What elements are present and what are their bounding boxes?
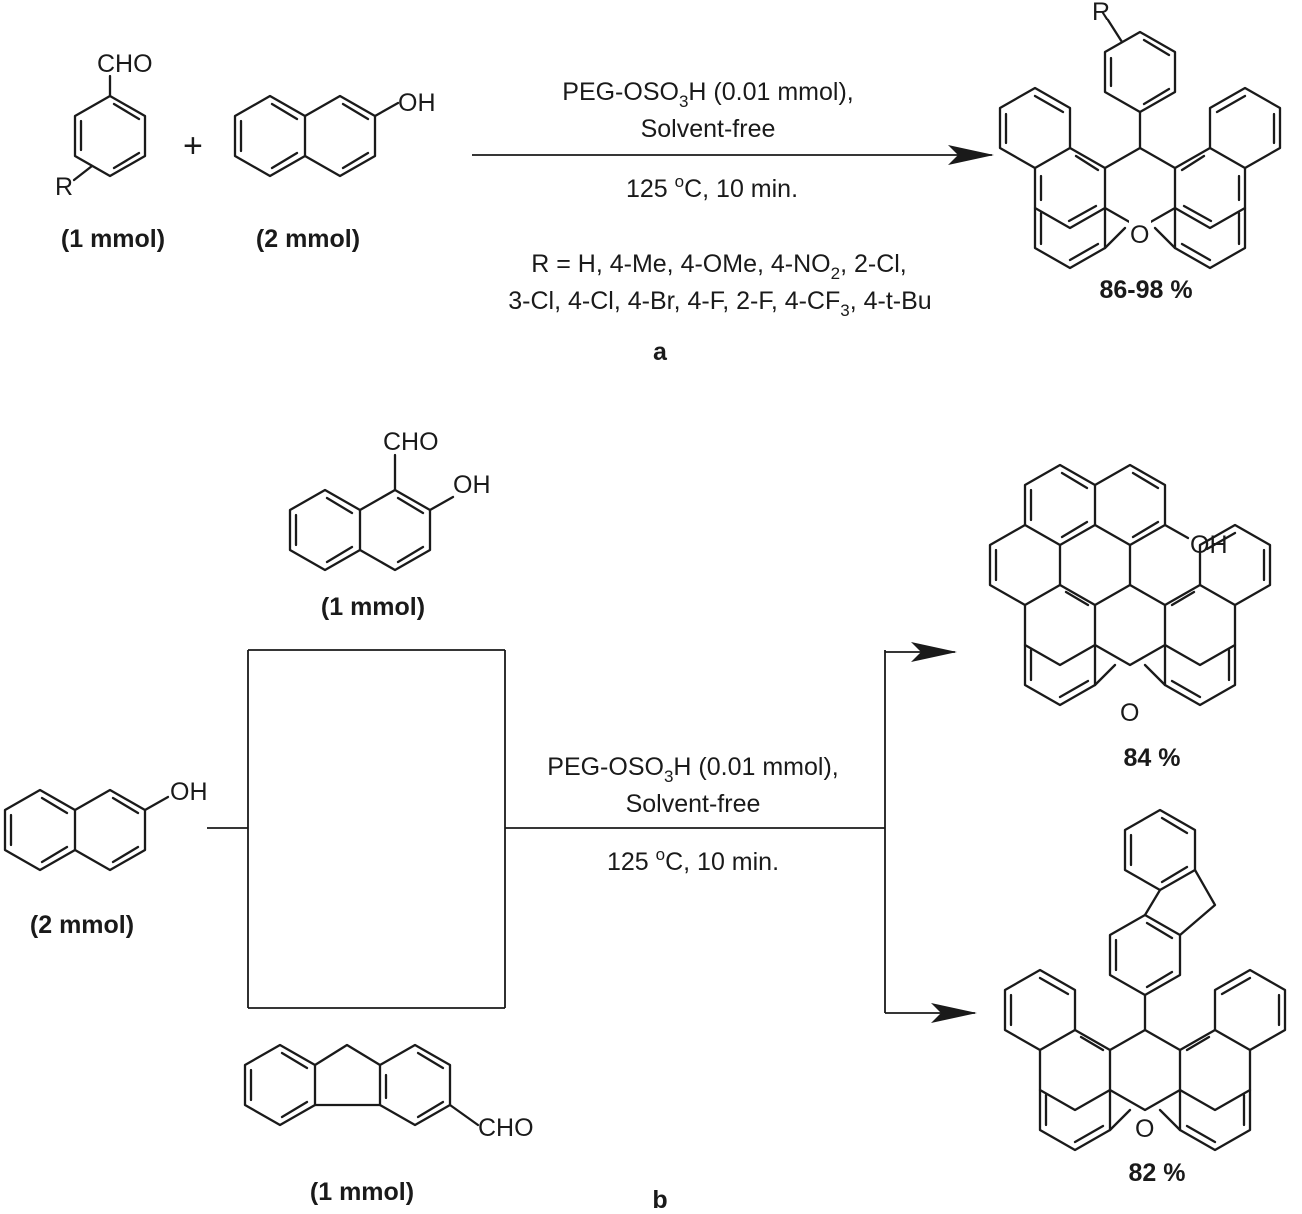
reactant2-amount: (2 mmol) [256,225,360,253]
benzaldehyde-structure: CHO R [55,50,153,201]
bottom-reactant-amount: (1 mmol) [310,1178,414,1206]
top-hydroxyl-label: OH [453,471,491,499]
solvent-condition: Solvent-free [641,115,776,143]
product-r-label: R [1092,0,1110,26]
temperature-time-condition: 125 oC, 10 min. [626,172,798,203]
benzaldehyde-ring [73,94,147,178]
top-reactant-amount: (1 mmol) [321,593,425,621]
left-reactant-amount: (2 mmol) [30,911,134,939]
product-a-oxygen: O [1130,221,1149,249]
r-substituent-label: R [55,173,73,201]
naphthol-structure: OH [233,89,436,178]
left-naphthol-structure: OH [3,778,208,872]
reactant1-amount: (1 mmol) [61,225,165,253]
product-b1-yield: 84 % [1124,744,1181,772]
scheme-a: CHO R + OH (1 mmol) (2 mmol) PEG-OSO3H (… [55,0,1282,366]
dibenzoxanthene-product-b1: OH O [988,463,1272,727]
aldehyde-group-label: CHO [97,50,153,78]
r-substituent-list-line1: R = H, 4-Me, 4-OMe, 4-NO2, 2-Cl, [531,250,907,283]
reaction-bracket [207,642,977,1023]
hydroxynaphthaldehyde-structure: CHO OH [288,428,491,572]
top-aldehyde-label: CHO [383,428,439,456]
left-hydroxyl-label: OH [170,778,208,806]
solvent-condition-b: Solvent-free [626,790,761,818]
product-b2-oxygen: O [1135,1115,1154,1143]
scheme-a-label: a [653,338,668,366]
catalyst-condition: PEG-OSO3H (0.01 mmol), [562,78,853,111]
bottom-aldehyde-label: CHO [478,1114,534,1142]
temperature-time-condition-b: 125 oC, 10 min. [607,845,779,876]
hydroxyl-label: OH [398,89,436,117]
scheme-b-label: b [652,1186,667,1214]
catalyst-condition-b: PEG-OSO3H (0.01 mmol), [547,753,838,786]
scheme-b: CHO OH (1 mmol) OH (2 mmol) PEG-OSO3H (0 [3,428,1287,1214]
product-a-yield: 86-98 % [1099,276,1192,304]
dibenzoxanthene-product-b2: O [1003,808,1287,1152]
dibenzoxanthene-product-a: R O [998,0,1282,270]
r-substituent-list-line2: 3-Cl, 4-Cl, 4-Br, 4-F, 2-F, 4-CF3, 4-t-B… [508,287,931,320]
product-b2-yield: 82 % [1129,1159,1186,1187]
product-b1-oxygen: O [1120,699,1139,727]
fluorenecarbaldehyde-structure: CHO [243,1043,534,1142]
plus-sign: + [183,127,203,165]
product-b1-hydroxyl: OH [1190,531,1228,559]
